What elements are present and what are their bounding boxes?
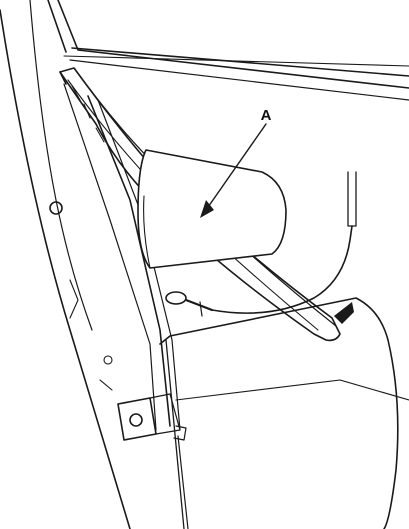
windshield-edge	[47, 0, 409, 101]
callout-label-a: A	[261, 107, 272, 124]
mirror-harness	[165, 171, 357, 317]
mounting-bracket	[117, 393, 187, 441]
door-panel	[159, 297, 409, 529]
body-outline	[0, 0, 131, 529]
leader-arrowhead	[200, 200, 214, 218]
install-direction-arrowhead	[334, 302, 354, 324]
direction-arrow	[200, 200, 354, 324]
a-pillar-trim	[59, 67, 341, 431]
callout-leader	[205, 123, 267, 211]
